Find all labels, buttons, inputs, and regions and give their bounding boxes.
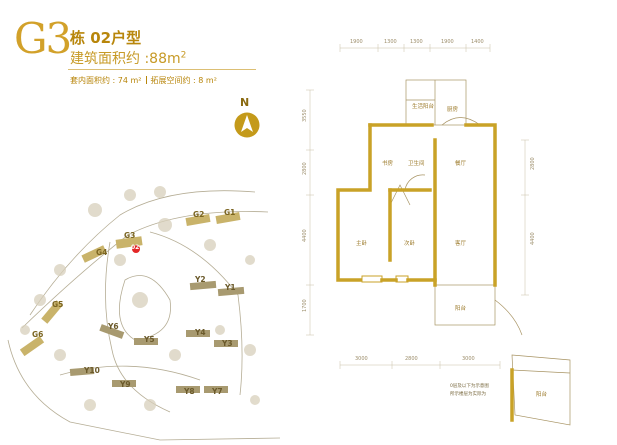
building-Y5: Y5 [144,335,155,344]
dim-right-2: 4400 [530,232,536,245]
dim-top-5: 1400 [471,39,484,45]
building-G3: G3 [124,231,136,240]
building-Y4: Y4 [195,328,206,337]
building-area: 建筑面积约 :88m2 [70,50,187,67]
dim-bottom-2: 2800 [405,356,418,362]
plan-note-2: 所示楼层为实际为 [450,390,486,397]
tower-label: G3 [14,14,72,63]
extended-space: 拓展空间约 : 8 m² [150,76,217,85]
compass-north-label: N [240,96,250,109]
building-G2: G2 [193,210,205,219]
unit-highlight-marker [132,245,140,253]
plan-note-1: 0层及以下为示意图 [450,382,489,389]
dim-left-4: 1700 [302,299,308,312]
building-Y8: Y8 [184,387,195,396]
building-G5: G5 [52,300,64,309]
building-G1: G1 [224,208,236,217]
dim-top-2: 1300 [384,39,397,45]
room-dining: 餐厅 [455,159,467,167]
room-bath: 卫生间 [408,159,425,167]
building-Y7: Y7 [212,387,223,396]
compass-icon [234,112,260,138]
dim-bottom-3: 3000 [462,356,475,362]
floor-plan: 1900 1300 1300 1900 1400 3550 2800 4400 … [302,39,571,426]
room-living: 客厅 [455,239,467,247]
dim-left-2: 2800 [302,162,308,175]
building-G6: G6 [32,330,44,339]
room-second: 次卧 [404,239,416,247]
building-Y6: Y6 [108,322,119,331]
dim-right-1: 2800 [530,157,536,170]
room-balcony: 阳台 [455,304,467,312]
room-balcony-2: 阳台 [536,390,548,398]
dim-bottom-1: 3000 [355,356,368,362]
building-Y10: Y10 [84,366,100,375]
unit-highlight-label: 02 [131,244,140,251]
dim-left-1: 3550 [302,109,308,122]
building-Y1: Y1 [225,283,236,292]
building-Y2: Y2 [195,275,206,284]
building-G4: G4 [96,248,108,257]
dim-top-1: 1900 [350,39,363,45]
dim-left-3: 4400 [302,229,308,242]
room-aux: 生活阳台 [412,102,435,110]
building-Y9: Y9 [120,380,131,389]
unit-title: 栋 02户型 [70,29,142,47]
building-Y3: Y3 [222,339,233,348]
room-kitchen: 厨房 [447,105,459,113]
dim-top-4: 1900 [441,39,454,45]
dim-top-3: 1300 [410,39,423,45]
inner-area: 套内面积约 : 74 m² [70,76,142,85]
header-divider [68,69,256,70]
room-study: 书房 [382,159,394,167]
site-map [7,186,281,441]
room-master: 主卧 [356,239,368,247]
area-details: 套内面积约 : 74 m² 拓展空间约 : 8 m² [70,75,217,86]
